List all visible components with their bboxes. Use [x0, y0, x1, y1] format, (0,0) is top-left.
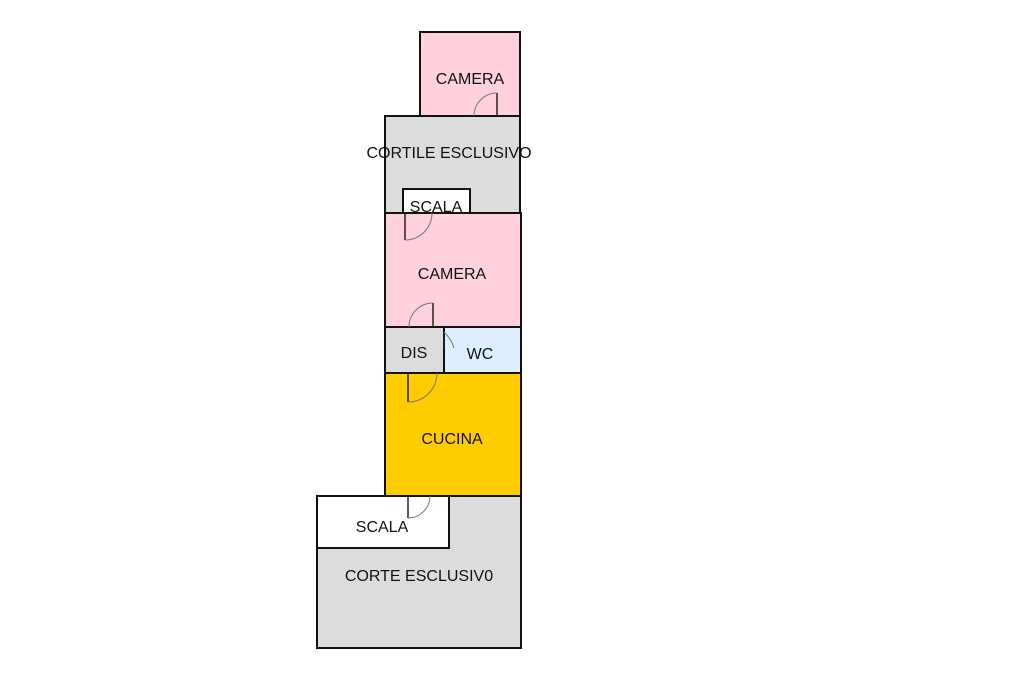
label-camera-middle: CAMERA — [418, 266, 487, 283]
door-camera-middle — [408, 302, 434, 328]
label-cucina: CUCINA — [421, 431, 483, 448]
label-camera-top: CAMERA — [436, 71, 505, 88]
label-corte-esclusivo: CORTE ESCLUSIV0 — [345, 568, 493, 585]
label-scala-upper: SCALA — [410, 199, 463, 216]
door-cucina — [407, 372, 438, 403]
label-dis: DIS — [401, 345, 428, 362]
door-scala-lower — [407, 495, 431, 519]
label-cortile-esclusivo: CORTILE ESCLUSIVO — [366, 145, 531, 162]
room-scala-lower — [316, 495, 450, 549]
room-camera-top — [419, 31, 521, 117]
door-wc — [443, 331, 455, 350]
label-scala-lower: SCALA — [356, 519, 409, 536]
door-camera-top — [473, 92, 498, 117]
door-scala-upper — [404, 212, 433, 241]
room-camera-middle — [384, 212, 522, 328]
label-wc: WC — [467, 346, 494, 363]
